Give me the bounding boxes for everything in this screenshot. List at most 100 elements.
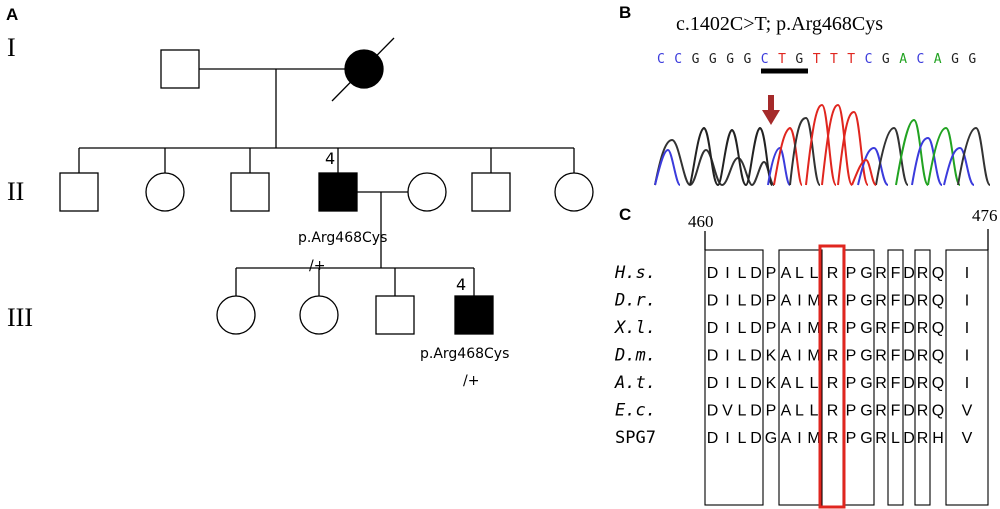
residue: D — [903, 375, 915, 392]
sequence-base: G — [795, 52, 803, 67]
residue: R — [875, 265, 887, 282]
gen-ii-spouse-circle — [407, 172, 447, 212]
residue: R — [827, 403, 839, 420]
gen-ii-affected-male-square — [318, 172, 358, 212]
residue: K — [766, 375, 777, 392]
residue: I — [797, 348, 801, 365]
gen-ii-genotype-label: /+ — [309, 258, 325, 274]
panel-b-letter: B — [619, 3, 631, 22]
residue: P — [766, 320, 777, 337]
gen-iii-female-1-circle — [216, 295, 256, 335]
sequence-base: T — [813, 52, 821, 67]
residue: L — [810, 265, 819, 282]
residue: R — [827, 320, 839, 337]
species-label: D.m. — [614, 346, 656, 366]
gen-ii-variant-label: p.Arg468Cys — [298, 230, 387, 246]
residue: D — [707, 375, 719, 392]
sequence-base: C — [674, 52, 682, 67]
residue: D — [750, 293, 762, 310]
residue: M — [807, 320, 820, 337]
residue: I — [725, 265, 729, 282]
gen-iii-female-2-circle — [299, 295, 339, 335]
residue: Q — [932, 320, 944, 337]
conserved-block-box — [914, 249, 931, 506]
residue: L — [795, 403, 804, 420]
residue: L — [795, 375, 804, 392]
residue: D — [903, 348, 915, 365]
residue: D — [903, 265, 915, 282]
gen-ii-female-2-circle — [554, 172, 594, 212]
residue: M — [807, 293, 820, 310]
residue: F — [891, 403, 901, 420]
alignment-end-position: 476 — [972, 206, 998, 225]
sequence-base: G — [744, 52, 752, 67]
residue: I — [797, 293, 801, 310]
conserved-block-box — [704, 249, 764, 506]
residue: A — [781, 375, 792, 392]
gen-ii-male-1-square — [59, 172, 99, 212]
residue: D — [750, 375, 762, 392]
species-label: H.s. — [614, 263, 656, 283]
residue: A — [781, 320, 792, 337]
residue: P — [846, 320, 857, 337]
residue: R — [875, 430, 887, 447]
sequence-base: G — [692, 52, 700, 67]
residue: D — [903, 293, 915, 310]
sequence-base: G — [882, 52, 890, 67]
sequence-base: G — [709, 52, 717, 67]
residue: I — [725, 430, 729, 447]
residue: Q — [932, 375, 944, 392]
residue: G — [860, 293, 872, 310]
residue: A — [781, 348, 792, 365]
residue: Q — [932, 293, 944, 310]
residue: R — [827, 265, 839, 282]
residue: M — [807, 430, 820, 447]
residue: D — [903, 403, 915, 420]
sequence-base: T — [847, 52, 855, 67]
residue: P — [846, 375, 857, 392]
residue: L — [795, 265, 804, 282]
mutation-arrow-icon — [762, 95, 780, 125]
residue: L — [738, 403, 747, 420]
residue: I — [797, 430, 801, 447]
residue: R — [917, 430, 929, 447]
residue: R — [827, 375, 839, 392]
residue: D — [707, 430, 719, 447]
panel-a-letter: A — [6, 5, 18, 24]
residue: R — [917, 265, 929, 282]
sequence-base: T — [830, 52, 838, 67]
residue: P — [846, 348, 857, 365]
residue: A — [781, 265, 792, 282]
sequence-base: A — [934, 52, 942, 67]
residue: I — [725, 375, 729, 392]
residue: L — [738, 348, 747, 365]
residue: A — [781, 430, 792, 447]
residue: A — [781, 293, 792, 310]
residue: R — [917, 348, 929, 365]
residue: D — [903, 430, 915, 447]
gen-iii-variant-label: p.Arg468Cys — [420, 346, 509, 362]
residue: R — [827, 348, 839, 365]
residue: F — [891, 293, 901, 310]
residue: P — [846, 293, 857, 310]
species-label: E.c. — [615, 401, 656, 421]
conserved-block-box — [945, 249, 989, 506]
residue: D — [707, 348, 719, 365]
residue: V — [962, 403, 973, 420]
residue: F — [891, 375, 901, 392]
sequence-base: G — [951, 52, 959, 67]
sequencing-title: c.1402C>T; p.Arg468Cys — [676, 13, 883, 35]
residue: D — [750, 430, 762, 447]
sequence-base: C — [761, 52, 769, 67]
gen-ii-male-3-square — [471, 172, 511, 212]
generation-label-ii: II — [7, 177, 24, 206]
residue: D — [903, 320, 915, 337]
residue: V — [962, 430, 973, 447]
residue: I — [965, 293, 969, 310]
residue: G — [860, 430, 872, 447]
residue: Q — [932, 348, 944, 365]
residue: R — [917, 375, 929, 392]
residue: G — [860, 320, 872, 337]
